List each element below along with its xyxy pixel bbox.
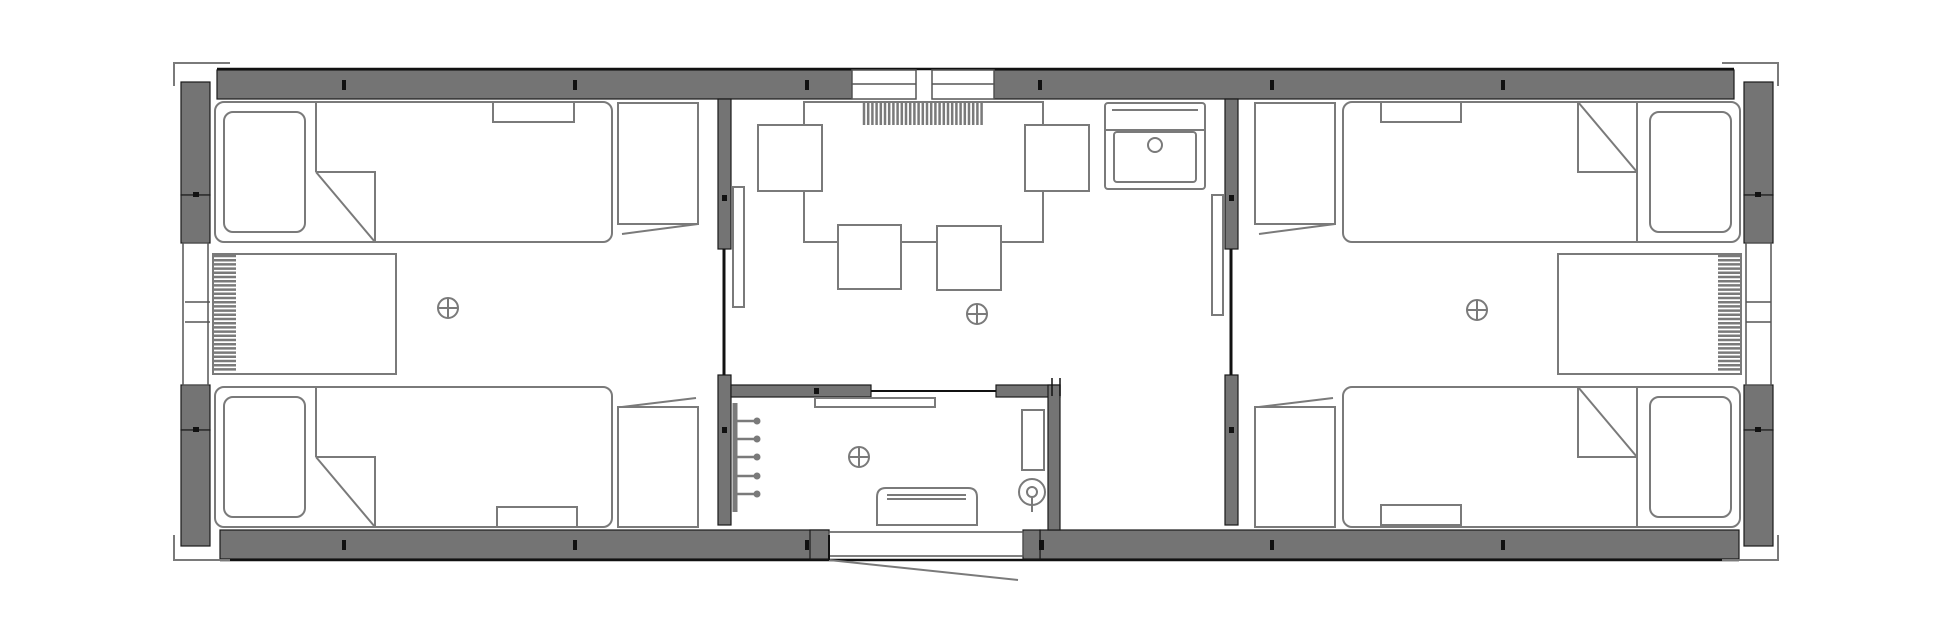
table-icon: [1557, 253, 1742, 375]
wardrobe-icon: [1254, 397, 1336, 528]
top-wall: [993, 69, 1735, 100]
ceiling-light-icon: [437, 297, 459, 319]
chair-icon: [757, 124, 823, 192]
bottom-wall: [1039, 529, 1740, 560]
bathroom: [732, 397, 1046, 526]
partition-wall: [717, 374, 732, 526]
living-kitchen: [757, 101, 1206, 325]
bed-icon: [214, 101, 613, 243]
radiator-icon: [1718, 254, 1740, 371]
bottom-wall: [219, 529, 830, 560]
sink-icon: [1104, 102, 1206, 190]
bedroom-right: [1254, 101, 1742, 528]
left-wall: [180, 194, 211, 244]
shower-icon: [1018, 478, 1046, 512]
toilet-icon: [1021, 409, 1045, 471]
right-wall: [1743, 429, 1774, 547]
right-wall: [1743, 384, 1774, 431]
chair-icon: [936, 225, 1002, 291]
bedroom-left: [212, 101, 699, 528]
door-swing-icon: [809, 529, 1041, 581]
ceiling-light-icon: [1466, 299, 1488, 321]
left-wall: [180, 384, 211, 431]
partition-wall: [1224, 98, 1239, 250]
bed-icon: [214, 386, 613, 528]
ceiling-light-icon: [966, 303, 988, 325]
bed-icon: [1342, 101, 1741, 243]
chair-icon: [837, 224, 902, 290]
window-icon: [851, 69, 995, 100]
right-wall: [1743, 81, 1774, 196]
radiator-icon: [862, 103, 983, 125]
partition-wall: [1224, 374, 1239, 526]
partition-wall: [717, 98, 732, 250]
window-icon: [1745, 242, 1772, 386]
right-wall: [1743, 194, 1774, 244]
towel-rail-icon: [732, 403, 761, 512]
chair-icon: [1024, 124, 1090, 192]
wardrobe-icon: [1254, 102, 1336, 235]
interior-walls: [717, 98, 1239, 550]
window-icon: [182, 242, 210, 386]
ceiling-light-icon: [848, 446, 870, 468]
radiator-icon: [214, 254, 236, 371]
wardrobe-icon: [617, 102, 699, 235]
bathroom-wall: [730, 384, 872, 398]
table-icon: [212, 253, 397, 375]
wardrobe-icon: [617, 397, 699, 528]
sink-icon: [876, 487, 978, 526]
left-wall: [180, 81, 211, 196]
top-wall: [216, 69, 853, 100]
bed-icon: [1342, 386, 1741, 528]
bathroom-wall: [1047, 384, 1061, 531]
outer-walls: [173, 62, 1779, 562]
left-wall: [180, 429, 211, 547]
